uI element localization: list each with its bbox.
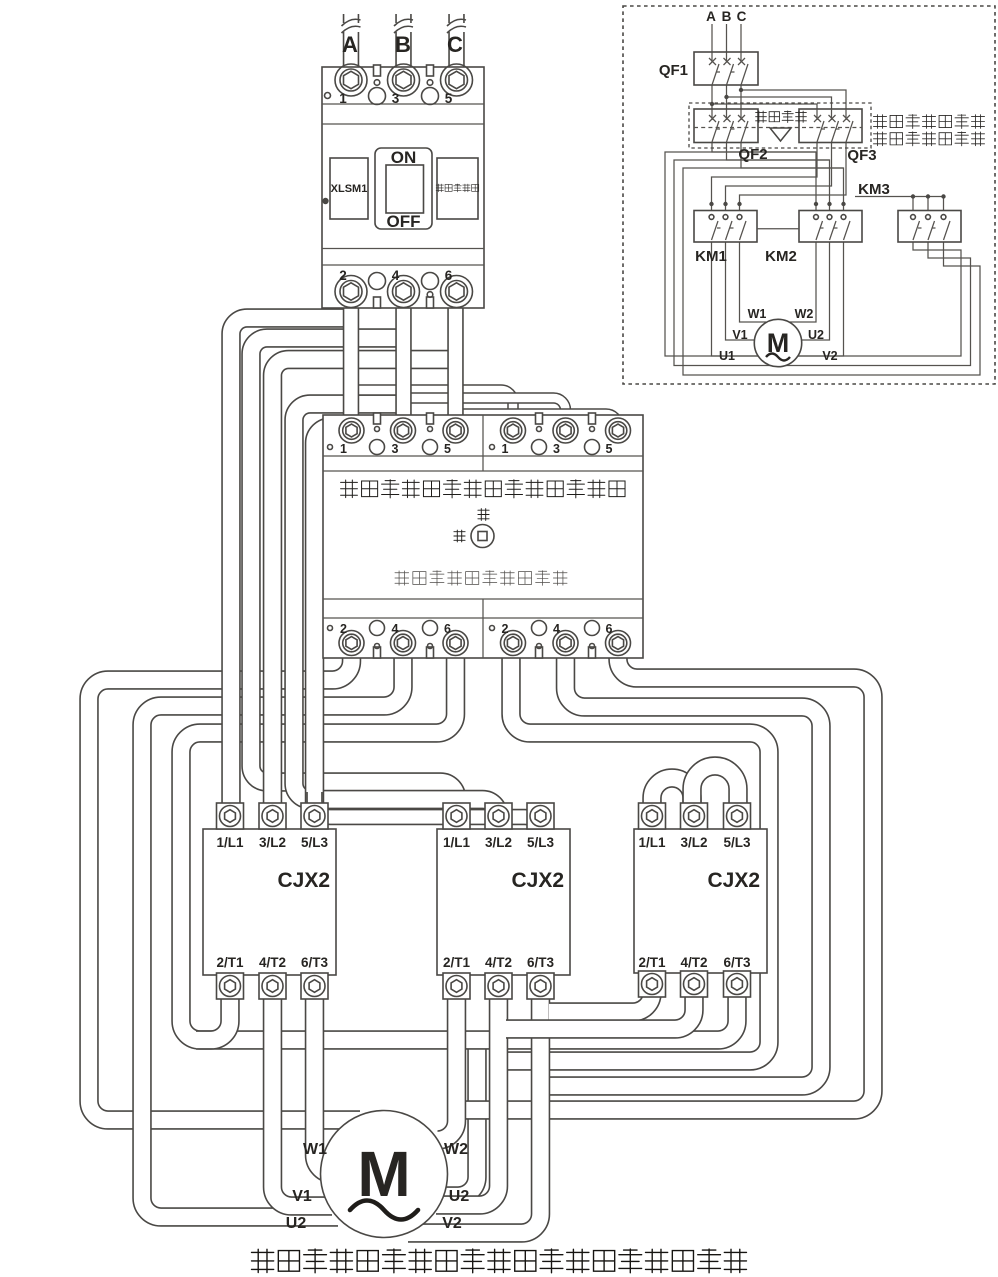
- svg-text:5: 5: [606, 442, 613, 456]
- svg-text:3: 3: [392, 442, 399, 456]
- svg-text:1: 1: [502, 442, 509, 456]
- svg-text:5: 5: [444, 442, 451, 456]
- svg-text:6/T3: 6/T3: [301, 955, 329, 970]
- svg-text:B: B: [395, 32, 411, 57]
- svg-text:B: B: [722, 9, 732, 24]
- svg-text:W2: W2: [795, 307, 814, 321]
- svg-text:A: A: [706, 9, 716, 24]
- svg-text:W1: W1: [748, 307, 767, 321]
- svg-text:V1: V1: [732, 328, 747, 342]
- svg-text:CJX2: CJX2: [277, 869, 330, 892]
- svg-text:6/T3: 6/T3: [527, 955, 555, 970]
- svg-text:KM3: KM3: [858, 181, 890, 198]
- svg-text:3: 3: [392, 91, 400, 106]
- svg-text:1/L1: 1/L1: [443, 835, 471, 850]
- svg-text:2: 2: [502, 622, 509, 636]
- svg-text:1/L1: 1/L1: [638, 835, 666, 850]
- svg-text:5/L3: 5/L3: [301, 835, 329, 850]
- svg-text:W2: W2: [444, 1141, 468, 1158]
- svg-text:V2: V2: [442, 1215, 462, 1232]
- svg-text:4/T2: 4/T2: [680, 955, 707, 970]
- svg-text:2/T1: 2/T1: [638, 955, 666, 970]
- svg-text:6: 6: [444, 622, 451, 636]
- svg-text:M: M: [357, 1138, 410, 1210]
- svg-text:V1: V1: [292, 1188, 312, 1205]
- svg-text:4: 4: [553, 622, 560, 636]
- svg-text:U1: U1: [719, 349, 735, 363]
- svg-text:3/L2: 3/L2: [259, 835, 286, 850]
- svg-text:U2: U2: [449, 1188, 470, 1205]
- svg-text:QF3: QF3: [847, 147, 876, 164]
- svg-text:CJX2: CJX2: [707, 869, 760, 892]
- svg-text:6: 6: [606, 622, 613, 636]
- svg-text:1: 1: [339, 91, 347, 106]
- svg-text:W1: W1: [303, 1141, 327, 1158]
- svg-text:3: 3: [553, 442, 560, 456]
- svg-text:3/L2: 3/L2: [680, 835, 707, 850]
- svg-text:1: 1: [340, 442, 347, 456]
- svg-text:A: A: [342, 32, 358, 57]
- svg-text:5: 5: [445, 91, 453, 106]
- svg-text:U2: U2: [286, 1215, 307, 1232]
- svg-text:C: C: [737, 9, 747, 24]
- svg-text:CJX2: CJX2: [511, 869, 564, 892]
- svg-text:U2: U2: [808, 328, 824, 342]
- svg-text:2/T1: 2/T1: [216, 955, 244, 970]
- svg-text:C: C: [447, 32, 463, 57]
- svg-text:6/T3: 6/T3: [723, 955, 751, 970]
- svg-text:4: 4: [392, 622, 399, 636]
- svg-text:XLSM1: XLSM1: [331, 183, 368, 195]
- svg-text:3/L2: 3/L2: [485, 835, 512, 850]
- svg-text:KM1: KM1: [695, 248, 727, 265]
- svg-text:KM2: KM2: [765, 248, 797, 265]
- svg-text:2/T1: 2/T1: [443, 955, 471, 970]
- svg-text:5/L3: 5/L3: [527, 835, 555, 850]
- svg-text:4/T2: 4/T2: [259, 955, 286, 970]
- svg-text:6: 6: [445, 268, 453, 283]
- svg-text:4: 4: [392, 268, 400, 283]
- svg-text:2: 2: [339, 268, 347, 283]
- svg-text:QF1: QF1: [659, 62, 688, 79]
- svg-text:M: M: [767, 328, 790, 358]
- svg-text:2: 2: [340, 622, 347, 636]
- svg-text:1/L1: 1/L1: [216, 835, 244, 850]
- svg-text:5/L3: 5/L3: [723, 835, 751, 850]
- svg-text:QF2: QF2: [738, 146, 767, 163]
- svg-text:ON: ON: [391, 148, 417, 167]
- svg-text:V2: V2: [822, 349, 837, 363]
- svg-text:4/T2: 4/T2: [485, 955, 512, 970]
- svg-text:OFF: OFF: [387, 212, 421, 231]
